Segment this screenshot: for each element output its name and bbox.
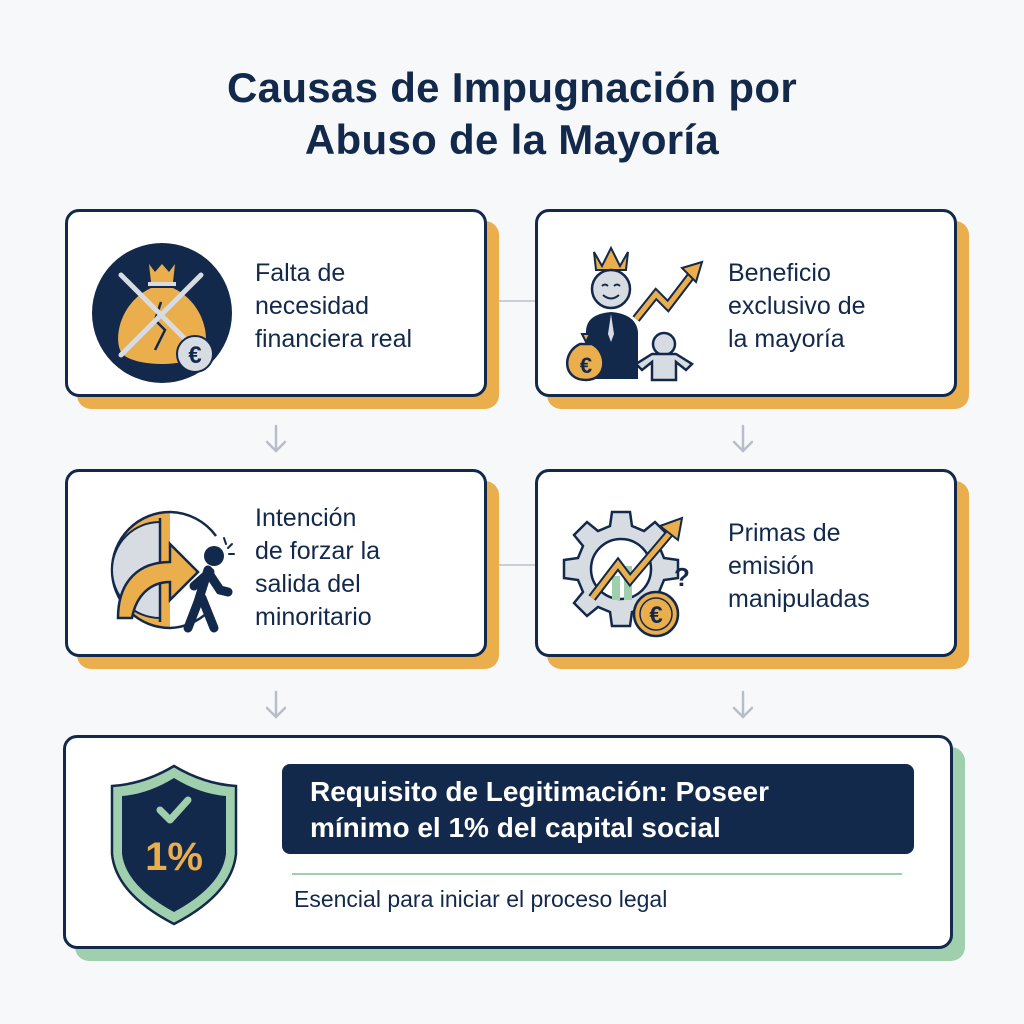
cause-card-beneficio-exclusivo: € Beneficio exclusivo de la mayoría bbox=[535, 209, 957, 397]
shield-badge-text: 1% bbox=[145, 835, 203, 879]
divider bbox=[292, 873, 902, 875]
cause-label-line: minoritario bbox=[255, 603, 372, 631]
crowned-majority-profit-icon: € bbox=[565, 245, 704, 382]
cause-label: Primas de emisión manipuladas bbox=[728, 517, 870, 616]
svg-text:?: ? bbox=[674, 562, 690, 592]
cause-label-line: Beneficio bbox=[728, 259, 831, 287]
cause-card-primas-emision: ? € Primas de emisión manipuladas bbox=[535, 469, 957, 657]
connector-top bbox=[488, 300, 536, 302]
title-line-1: Causas de Impugnación por bbox=[227, 64, 797, 111]
cause-card-falta-necesidad: € Falta de necesidad financiera real bbox=[65, 209, 487, 397]
crossed-money-bag-icon: € bbox=[92, 243, 232, 383]
cause-label: Intención de forzar la salida del minori… bbox=[255, 502, 380, 634]
cause-label-line: Intención bbox=[255, 504, 357, 532]
cause-card-intencion-forzar-salida: Intención de forzar la salida del minori… bbox=[65, 469, 487, 657]
cause-label-line: financiera real bbox=[255, 325, 413, 353]
svg-text:€: € bbox=[580, 353, 592, 378]
cause-label-line: necesidad bbox=[255, 292, 369, 320]
svg-text:€: € bbox=[188, 342, 201, 369]
title-line-2: Abuso de la Mayoría bbox=[304, 116, 720, 163]
requirement-line-1: Requisito de Legitimación: Poseer bbox=[310, 776, 769, 807]
requirement-banner: Requisito de Legitimación: Poseer mínimo… bbox=[282, 764, 914, 854]
cause-label-line: emisión bbox=[728, 552, 815, 580]
cause-label-line: salida del bbox=[255, 570, 361, 598]
forced-exit-icon bbox=[110, 510, 235, 633]
arrow-down-icon bbox=[732, 424, 754, 453]
cause-label-line: la mayoría bbox=[728, 325, 845, 353]
connector-middle bbox=[488, 564, 536, 566]
page-title: Causas de Impugnación por Abuso de la Ma… bbox=[0, 62, 1024, 166]
requirement-subtitle: Esencial para iniciar el proceso legal bbox=[294, 886, 668, 912]
cause-label-line: de forzar la bbox=[255, 537, 381, 565]
cause-label: Falta de necesidad financiera real bbox=[255, 257, 412, 356]
cause-label-line: exclusivo de bbox=[728, 292, 866, 320]
requirement-line-2: mínimo el 1% del capital social bbox=[310, 812, 721, 843]
arrow-down-icon bbox=[732, 690, 754, 719]
cause-label-line: Falta de bbox=[255, 259, 346, 287]
svg-text:€: € bbox=[649, 602, 662, 629]
shield-check-icon: 1% bbox=[110, 764, 238, 926]
arrow-down-icon bbox=[265, 424, 287, 453]
arrow-down-icon bbox=[265, 690, 287, 719]
cause-label: Beneficio exclusivo de la mayoría bbox=[728, 257, 866, 356]
cause-label-line: manipuladas bbox=[728, 585, 870, 613]
cause-label-line: Primas de bbox=[728, 519, 841, 547]
manipulated-premium-gear-icon: ? € bbox=[562, 510, 690, 638]
